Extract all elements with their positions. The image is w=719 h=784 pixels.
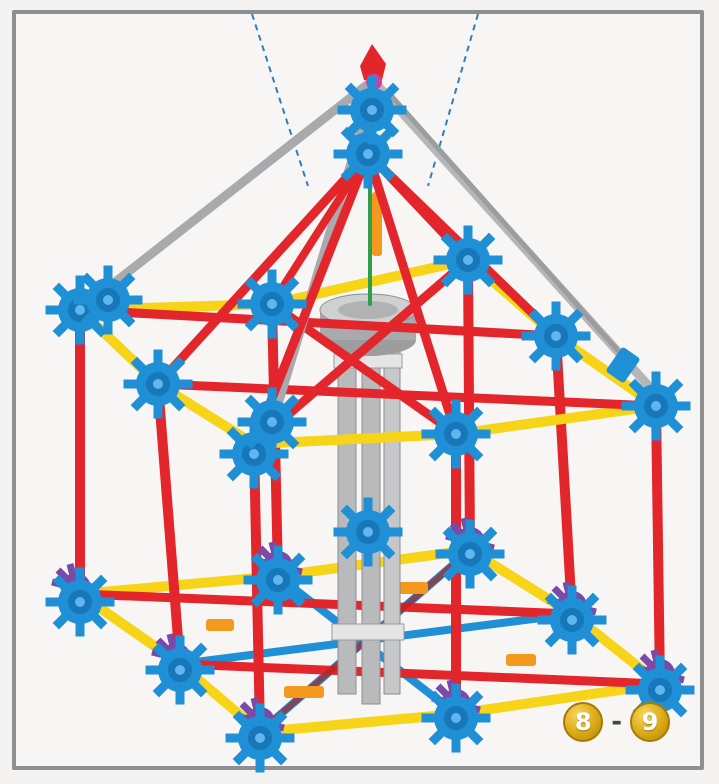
illustration-frame: 8 - 9 bbox=[12, 10, 704, 770]
step-badge-second: 9 bbox=[630, 702, 670, 742]
knex-tower-illustration bbox=[16, 14, 708, 774]
step-badge-first: 8 bbox=[563, 702, 603, 742]
step-range: 8 - 9 bbox=[563, 702, 670, 742]
step-separator: - bbox=[611, 707, 622, 737]
